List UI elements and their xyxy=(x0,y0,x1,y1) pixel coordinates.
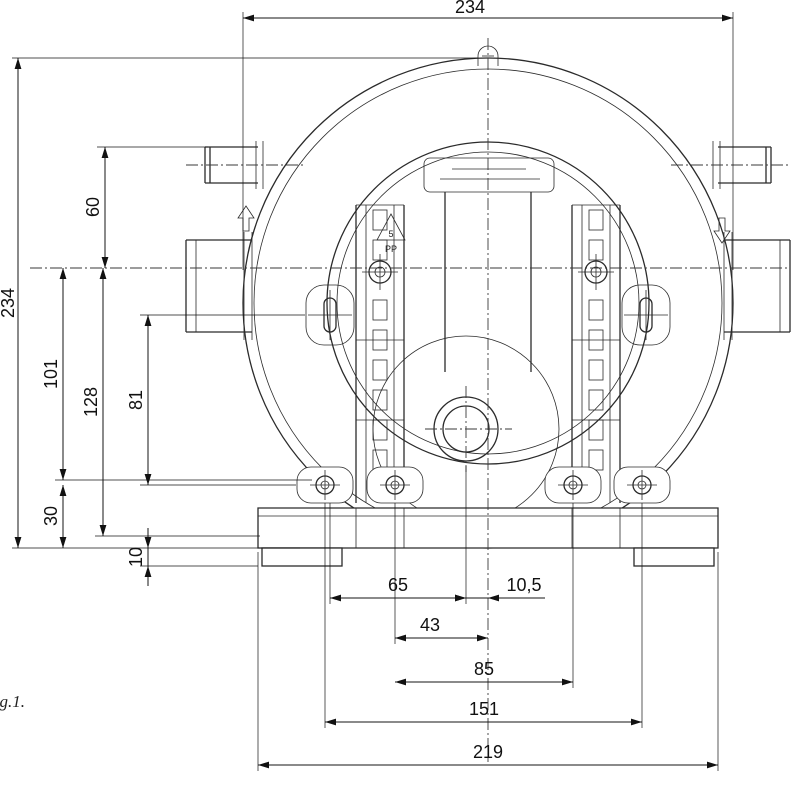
recycle-symbol-icon: 5 PP xyxy=(376,213,406,254)
rib-column-right xyxy=(571,204,621,503)
flow-arrow-down-icon xyxy=(713,217,731,244)
bottom-extension-lines xyxy=(257,465,719,771)
dim-label-65: 65 xyxy=(388,575,408,595)
drain-port xyxy=(425,386,512,472)
dim-label-234-top: 234 xyxy=(455,0,485,17)
lower-bolt-3 xyxy=(558,470,588,500)
bolt-hole-left xyxy=(362,254,398,290)
dim-81: 81 xyxy=(126,314,305,486)
dim-85: 85 xyxy=(395,659,573,686)
figure-caption: fig.1. xyxy=(0,692,25,711)
dim-label-85: 85 xyxy=(474,659,494,679)
dim-151: 151 xyxy=(325,699,642,726)
nameplate xyxy=(423,157,555,193)
dim-label-43: 43 xyxy=(420,615,440,635)
left-port xyxy=(185,232,253,340)
dim-label-10: 10 xyxy=(126,547,146,567)
dim-234-top: 234 xyxy=(242,0,734,270)
dim-label-151: 151 xyxy=(469,699,499,719)
dim-60: 60 xyxy=(83,146,208,268)
dim-234-left: 234 xyxy=(0,57,478,549)
dim-label-60: 60 xyxy=(83,197,103,217)
slot-mount-left xyxy=(305,284,355,346)
dim-label-101: 101 xyxy=(41,359,61,389)
lower-bolt-1 xyxy=(310,470,340,500)
dim-10-5: 10,5 xyxy=(444,575,545,602)
dim-65: 65 xyxy=(330,575,466,602)
dim-30: 30 xyxy=(41,485,67,548)
lower-bolt-2 xyxy=(380,470,410,500)
rib-column-left xyxy=(355,204,405,503)
dim-label-30: 30 xyxy=(41,506,61,526)
dim-128: 128 xyxy=(81,268,260,537)
dim-101: 101 xyxy=(41,268,312,481)
dim-label-128: 128 xyxy=(81,387,101,417)
recycle-code: 5 xyxy=(388,229,393,239)
dim-label-81: 81 xyxy=(126,390,146,410)
dim-label-234-left: 234 xyxy=(0,288,18,318)
centerlines xyxy=(30,38,790,762)
right-port xyxy=(723,232,791,340)
base-plate xyxy=(257,507,719,567)
bolt-hole-right xyxy=(578,254,614,290)
material-code: PP xyxy=(385,244,397,254)
dim-219: 219 xyxy=(258,742,718,769)
lower-bolt-4 xyxy=(627,470,657,500)
dim-43: 43 xyxy=(395,615,488,642)
foot-pad-left xyxy=(261,547,343,567)
foot-pad-right xyxy=(633,547,715,567)
dim-10: 10 xyxy=(126,528,258,586)
lower-bolt-group xyxy=(296,466,671,504)
slot-mount-right xyxy=(621,284,671,346)
dim-label-10-5: 10,5 xyxy=(506,575,541,595)
flow-arrow-up-icon xyxy=(237,205,255,232)
dim-label-219: 219 xyxy=(473,742,503,762)
